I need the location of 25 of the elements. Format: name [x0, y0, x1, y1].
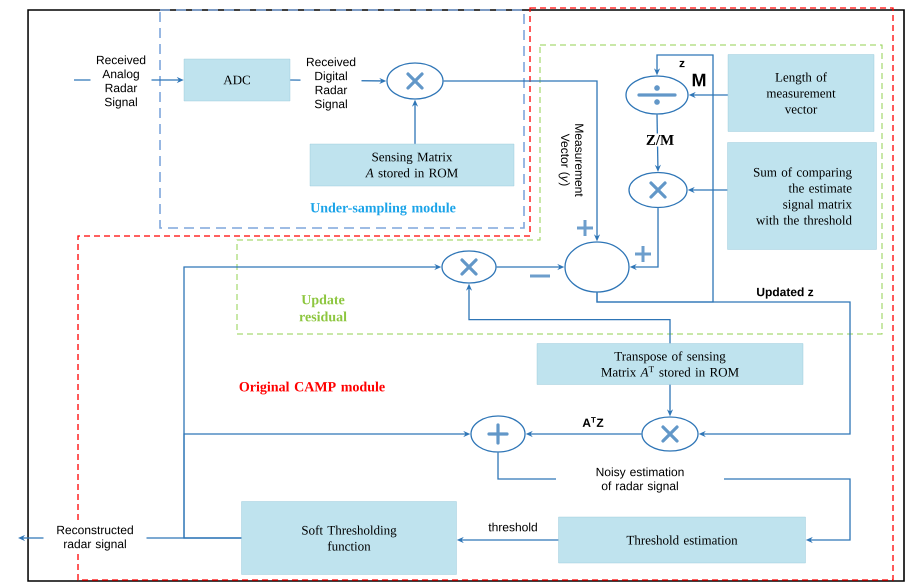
edge-label: Received Digital Radar Signal — [300, 56, 362, 112]
edge-label: Reconstructed radar signal — [44, 524, 146, 552]
process-box: Length of measurement vector — [728, 54, 874, 132]
edge-label: Z/M — [644, 134, 676, 147]
edge-label: threshold — [488, 522, 537, 532]
edge-label: A$^{T}$Z — [582, 417, 604, 427]
process-box: ADC — [184, 58, 290, 102]
arrow — [596, 292, 851, 438]
edge-label: Received Analog Radar Signal — [90, 54, 152, 110]
operator-circle — [441, 250, 497, 284]
operator-circle — [641, 416, 699, 452]
process-box: Threshold estimation — [558, 516, 806, 564]
operator-circle — [625, 75, 689, 115]
process-box: Sensing Matrix A stored in ROM — [310, 144, 514, 186]
process-box: Transpose of sensing Matrix A$^{T}$ stored in ROM — [536, 343, 804, 385]
operator-circle — [628, 172, 688, 208]
edge-label: Updated z — [757, 287, 814, 299]
edge-label: M — [692, 74, 706, 86]
operator-circle — [386, 62, 444, 100]
edge-label: Noisy estimation of radar signal — [556, 466, 724, 494]
operator-circle — [470, 415, 526, 453]
process-box: Soft Thresholding function — [241, 501, 457, 575]
edge-label: z — [680, 60, 685, 68]
process-box: Sum of comparing the estimate signal matrix with the threshold — [727, 142, 877, 250]
operator-circle — [564, 241, 630, 293]
